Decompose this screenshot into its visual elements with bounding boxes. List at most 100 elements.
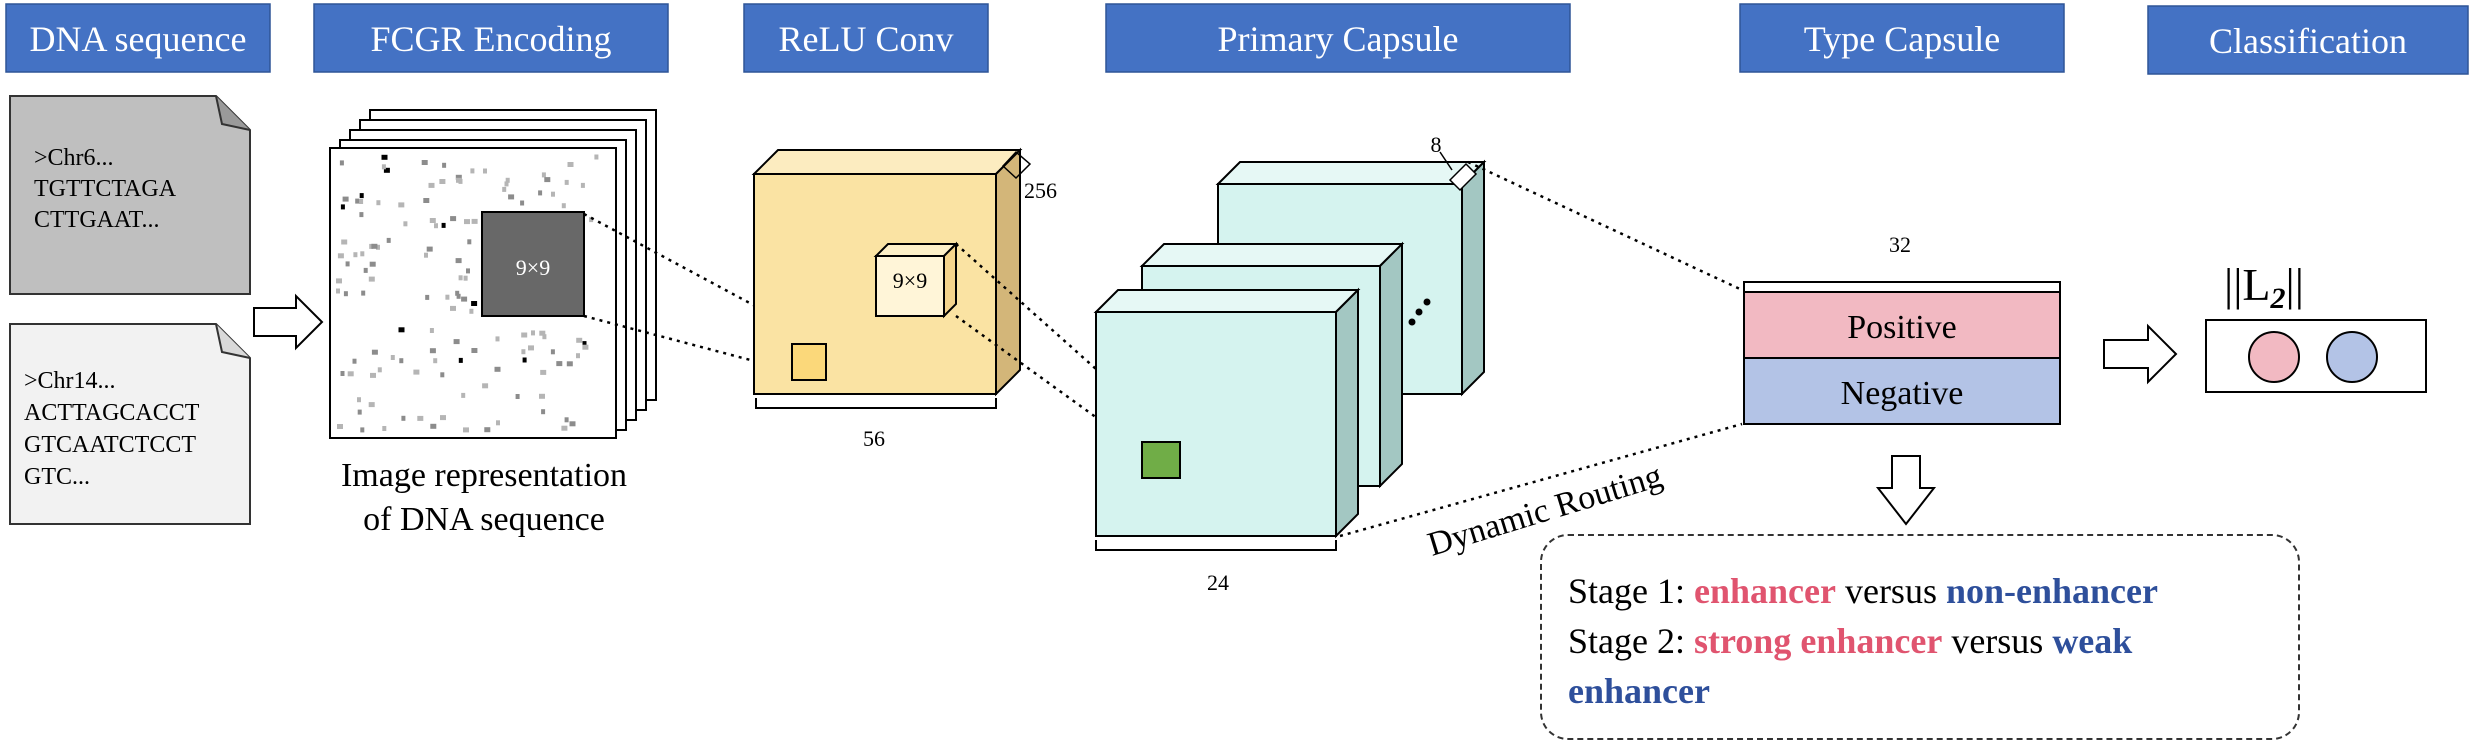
relu-conv-block: 9×9 256 56 bbox=[751, 147, 1057, 451]
relu-kernel-small bbox=[791, 343, 827, 381]
fcgr-kernel-label: 9×9 bbox=[516, 255, 550, 280]
fcgr-pixel bbox=[455, 258, 462, 264]
header-classification: Classification bbox=[2147, 5, 2469, 75]
fcgr-pixel bbox=[342, 196, 349, 202]
header-type-capsule: Type Capsule bbox=[1739, 3, 2065, 73]
fcgr-pixel bbox=[359, 193, 364, 199]
stage-2-negative: weak enhancer bbox=[1568, 621, 2133, 711]
fcgr-caption-line-1: Image representation bbox=[341, 457, 627, 494]
type-capsule-dim-label: 32 bbox=[1889, 232, 1911, 257]
fcgr-pixel bbox=[369, 243, 374, 249]
fcgr-pixel bbox=[426, 246, 433, 252]
arrow-to-classification bbox=[2103, 323, 2178, 385]
fcgr-pixel bbox=[371, 243, 378, 249]
sequence-2-line-1: ACTTAGCACCT bbox=[24, 400, 200, 426]
fcgr-kernel-9x9 bbox=[481, 211, 585, 317]
fcgr-pixel bbox=[464, 219, 470, 225]
fcgr-pixel bbox=[582, 341, 587, 347]
routing-line-top bbox=[1467, 160, 1743, 292]
projection-line bbox=[955, 314, 1181, 480]
fcgr-pixel bbox=[360, 251, 365, 257]
fcgr-pixel bbox=[413, 369, 420, 375]
fcgr-pixel bbox=[368, 276, 375, 282]
routing-line-bottom bbox=[1339, 422, 1743, 538]
negative-label: Negative bbox=[1841, 375, 1964, 412]
fcgr-pixel bbox=[386, 237, 391, 243]
fcgr-pixel bbox=[495, 336, 500, 342]
fcgr-pixel bbox=[361, 290, 366, 296]
fcgr-image-stack: 9×9 bbox=[329, 109, 657, 439]
fcgr-pixel bbox=[401, 415, 406, 421]
fcgr-pixel bbox=[370, 372, 376, 378]
sequence-1-line-2: CTTGAAT... bbox=[34, 207, 160, 233]
fcgr-pixel bbox=[469, 308, 474, 314]
fcgr-pixel bbox=[399, 358, 404, 364]
relu-depth-label: 256 bbox=[1024, 178, 1057, 203]
positive-output-circle bbox=[2248, 331, 2300, 383]
positive-label: Positive bbox=[1847, 309, 1957, 346]
fcgr-pixel bbox=[429, 218, 436, 223]
fcgr-pixel bbox=[341, 239, 348, 245]
arrow-to-stages bbox=[1875, 455, 1937, 526]
stage-1-prefix: Stage 1: bbox=[1568, 571, 1694, 611]
fcgr-pixel bbox=[360, 427, 365, 433]
fcgr-pixel bbox=[434, 223, 438, 229]
fcgr-pixel bbox=[455, 290, 460, 296]
fcgr-pixel bbox=[339, 160, 344, 166]
fcgr-pixel bbox=[505, 177, 510, 183]
fcgr-pixel bbox=[508, 194, 515, 200]
fcgr-pixel bbox=[343, 291, 348, 297]
stage-1-versus: versus bbox=[1835, 571, 1946, 611]
fcgr-pixel bbox=[371, 349, 378, 355]
fcgr-pixel bbox=[471, 301, 478, 306]
fcgr-pixel bbox=[359, 199, 364, 204]
header-fcgr-encoding: FCGR Encoding bbox=[313, 3, 669, 73]
header-primary-capsule-label: Primary Capsule bbox=[1218, 19, 1459, 59]
fcgr-pixel bbox=[471, 348, 478, 353]
fcgr-pixel bbox=[424, 252, 428, 258]
fcgr-pixel bbox=[403, 221, 408, 227]
fcgr-pixel bbox=[539, 393, 545, 399]
fcgr-pixel bbox=[521, 332, 528, 338]
fcgr-pixel bbox=[461, 296, 468, 302]
positive-capsule bbox=[1743, 291, 2061, 359]
fcgr-pixel bbox=[520, 200, 525, 206]
header-dna-sequence: DNA sequence bbox=[5, 3, 271, 73]
fcgr-pixel bbox=[428, 182, 435, 188]
stage-2-versus: versus bbox=[1942, 621, 2053, 661]
fcgr-pixel bbox=[515, 394, 520, 399]
fcgr-caption-line-2: of DNA sequence bbox=[363, 501, 605, 538]
fcgr-pixel bbox=[522, 357, 527, 363]
fcgr-pixel bbox=[363, 267, 368, 273]
fcgr-pixel bbox=[381, 154, 388, 160]
stage-1: Stage 1: enhancer versus non-enhancer bbox=[1568, 566, 2274, 616]
primary-depth-label: 8 bbox=[1431, 132, 1442, 157]
stage-2-prefix: Stage 2: bbox=[1568, 621, 1694, 661]
fcgr-pixel bbox=[345, 261, 350, 267]
fcgr-pixel bbox=[594, 154, 599, 160]
header-dna-sequence-label: DNA sequence bbox=[30, 19, 247, 59]
relu-kernel-label: 9×9 bbox=[893, 268, 927, 293]
fcgr-pixel bbox=[484, 427, 491, 433]
fcgr-pixel bbox=[456, 293, 461, 299]
fcgr-pixel bbox=[544, 177, 551, 183]
fcgr-pixel bbox=[561, 203, 566, 209]
fcgr-pixel bbox=[450, 216, 457, 222]
stages-box: Stage 1: enhancer versus non-enhancer St… bbox=[1540, 534, 2300, 740]
fcgr-pixel bbox=[368, 402, 375, 408]
primary-width-label: 24 bbox=[1207, 570, 1229, 595]
fcgr-pixel bbox=[376, 200, 381, 206]
fcgr-pixel bbox=[439, 179, 446, 184]
fcgr-pixel bbox=[355, 198, 360, 204]
fcgr-pixel bbox=[340, 204, 345, 210]
fcgr-pixel-noise bbox=[336, 154, 599, 433]
sequence-2-header: >Chr14... bbox=[24, 368, 116, 394]
fcgr-pixel bbox=[357, 397, 361, 403]
fcgr-pixel bbox=[369, 261, 376, 267]
fcgr-pixel bbox=[540, 369, 547, 375]
sequence-document-1: >Chr6... TGTTCTAGA CTTGAAT... bbox=[9, 95, 251, 295]
fcgr-pixel bbox=[482, 383, 489, 389]
fcgr-pixel bbox=[566, 361, 573, 367]
sequence-2-line-3: GTC... bbox=[24, 464, 90, 490]
fcgr-pixel bbox=[433, 358, 438, 364]
